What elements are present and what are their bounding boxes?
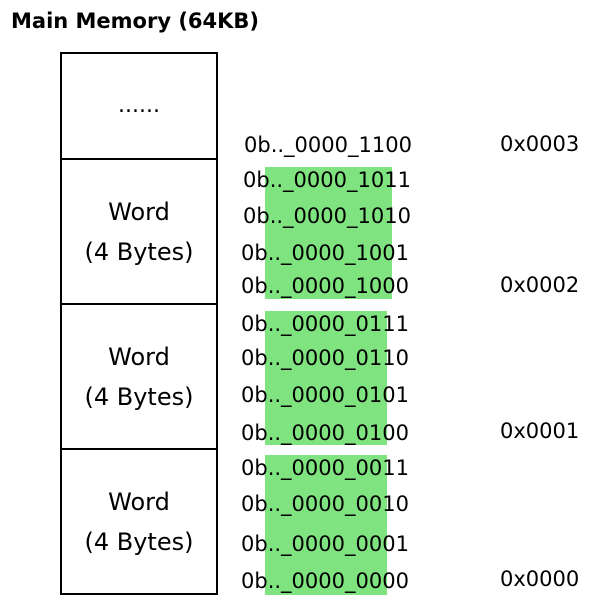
word-address: 0x0002 <box>500 273 580 297</box>
word-label: Word <box>108 487 170 516</box>
word-size-label: (4 Bytes) <box>84 527 194 556</box>
memory-cell-ellipsis: ...... <box>60 52 218 160</box>
word-address: 0x0000 <box>500 567 580 591</box>
word-highlight-2 <box>265 311 387 445</box>
word-address: 0x0003 <box>500 132 580 156</box>
byte-address: 0b.._0000_0000 <box>241 569 409 593</box>
byte-address: 0b.._0000_0100 <box>241 421 409 445</box>
byte-address: 0b.._0000_1001 <box>241 241 409 265</box>
memory-cell-word-2: Word (4 Bytes) <box>60 158 218 305</box>
word-address: 0x0001 <box>500 419 580 443</box>
memory-cell-word-1: Word (4 Bytes) <box>60 303 218 450</box>
ellipsis-label: ...... <box>118 93 160 118</box>
word-size-label: (4 Bytes) <box>84 382 194 411</box>
byte-address: 0b.._0000_0001 <box>241 532 409 556</box>
memory-cell-word-0: Word (4 Bytes) <box>60 448 218 595</box>
byte-address: 0b.._0000_1010 <box>243 204 411 228</box>
byte-address: 0b.._0000_0101 <box>241 383 409 407</box>
word-label: Word <box>108 342 170 371</box>
diagram-title: Main Memory (64KB) <box>11 9 260 33</box>
byte-address: 0b.._0000_1011 <box>243 168 411 192</box>
byte-address: 0b.._0000_0011 <box>241 456 409 480</box>
byte-address: 0b.._0000_0010 <box>241 492 409 516</box>
byte-address: 0b.._0000_1100 <box>244 133 412 157</box>
word-highlight-1 <box>265 455 387 595</box>
byte-address: 0b.._0000_0111 <box>241 312 409 336</box>
word-label: Word <box>108 197 170 226</box>
word-highlight-3 <box>265 167 392 299</box>
word-size-label: (4 Bytes) <box>84 237 194 266</box>
byte-address: 0b.._0000_1000 <box>241 274 409 298</box>
byte-address: 0b.._0000_0110 <box>241 346 409 370</box>
